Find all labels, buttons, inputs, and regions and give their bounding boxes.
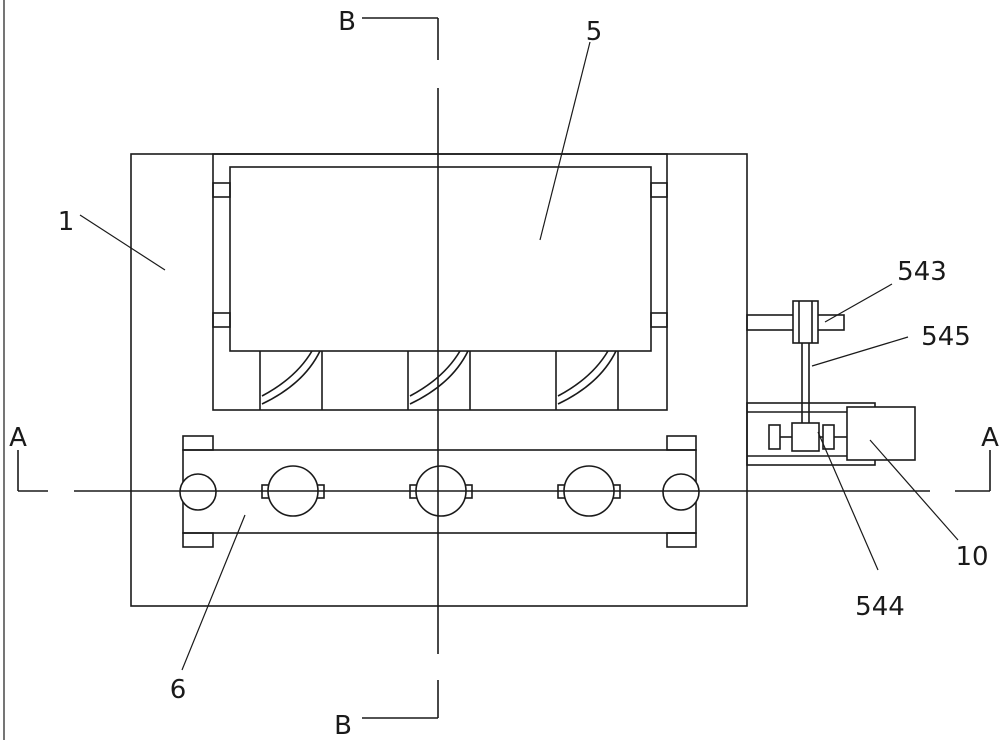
section-line-b — [362, 17, 439, 719]
label-section-b-top: B — [338, 7, 356, 37]
cover-plate — [229, 166, 652, 352]
curved-blade — [557, 350, 609, 397]
label-part-6: 6 — [170, 675, 187, 705]
end-roller — [662, 473, 700, 511]
label-part-10: 10 — [955, 542, 988, 572]
curved-blade — [261, 350, 313, 397]
lower-pulley — [791, 422, 820, 452]
section-line-a — [17, 450, 991, 492]
label-part-545: 545 — [921, 322, 971, 352]
label-section-a-right: A — [981, 423, 999, 453]
curved-blade — [409, 350, 461, 397]
label-section-a-left: A — [9, 423, 27, 453]
label-part-5: 5 — [586, 17, 603, 47]
end-roller — [179, 473, 217, 511]
leader-lines — [79, 41, 959, 671]
label-part-543: 543 — [897, 257, 947, 287]
label-part-544: 544 — [855, 592, 905, 622]
drive-assembly — [746, 300, 916, 466]
upper-pulley — [792, 300, 819, 344]
motor — [846, 406, 916, 461]
label-part-1: 1 — [58, 207, 75, 237]
label-section-b-bottom: B — [334, 711, 352, 740]
upper-housing — [212, 153, 668, 411]
